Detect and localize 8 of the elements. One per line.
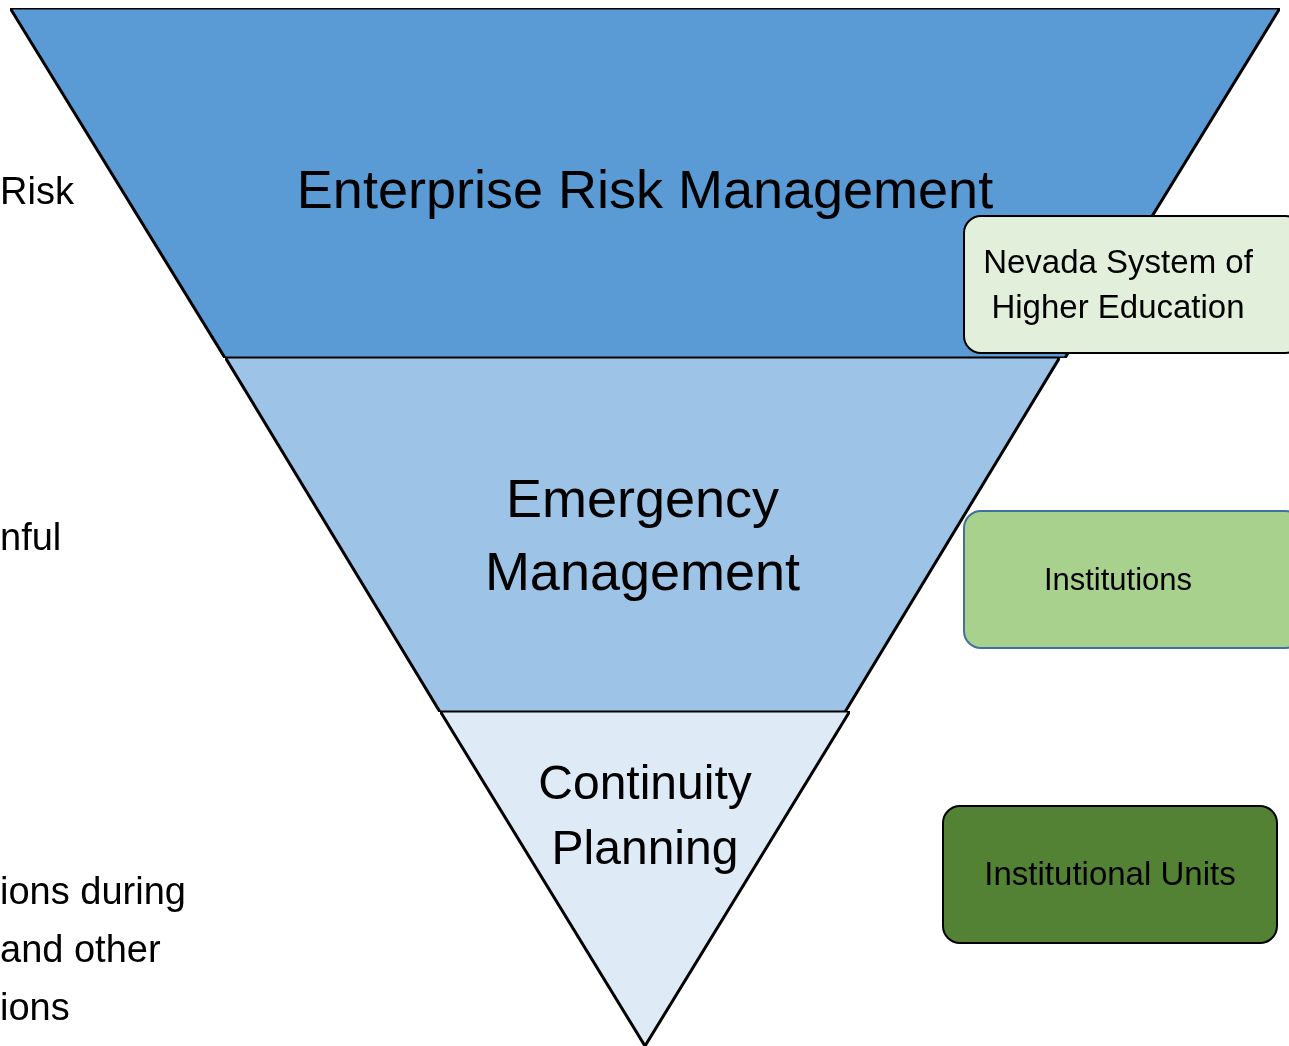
level-box: Nevada System of Higher Education [963, 215, 1289, 354]
tier-title: Continuity Planning [537, 755, 753, 876]
level-box: Institutions [963, 510, 1289, 649]
side-note: ions during and other ions [0, 869, 187, 1030]
tier-title: Emergency Management [483, 467, 802, 603]
side-note: Risk [0, 169, 75, 214]
side-note: nful [0, 515, 63, 560]
level-box: Institutional Units [942, 805, 1278, 944]
